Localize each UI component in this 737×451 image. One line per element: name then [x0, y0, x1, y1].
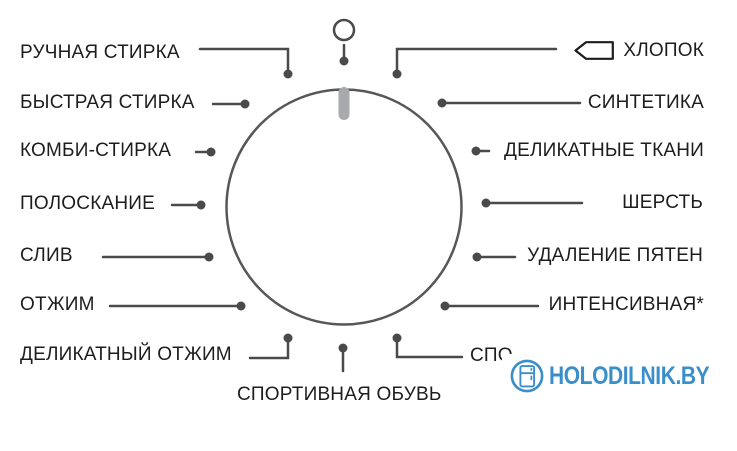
- dial-top-position-indicator: [332, 18, 356, 61]
- program-label-intensivnaya: ИНТЕНСИВНАЯ*: [548, 294, 704, 315]
- program-label-sliv: СЛИВ: [20, 245, 73, 266]
- fridge-icon: [510, 359, 544, 393]
- program-label-kombi-stirka: КОМБИ-СТИРКА: [20, 140, 172, 161]
- leader-line-khlopok: [395, 47, 558, 74]
- cotton-pointer-icon: [574, 41, 615, 60]
- leader-line-ruchnaya-stirka: [198, 47, 290, 74]
- dial-circle: [225, 88, 463, 326]
- program-label-khlopok: ХЛОПОК: [623, 40, 704, 61]
- program-label-sherst: ШЕРСТЬ: [622, 192, 703, 213]
- leader-dots: [196, 56, 491, 353]
- program-label-udalenie-pyaten: УДАЛЕНИЕ ПЯТЕН: [527, 245, 703, 266]
- program-label-poloskanie: ПОЛОСКАНИЕ: [20, 193, 155, 214]
- program-label-spo-truncated: СПО: [470, 345, 513, 366]
- leader-line-delikatny-otzhim: [248, 339, 290, 360]
- program-label-delikatny-otzhim: ДЕЛИКАТНЫЙ ОТЖИМ: [20, 344, 232, 365]
- program-label-otzhim: ОТЖИМ: [20, 294, 95, 315]
- program-row-khlopok: ХЛОПОК: [574, 41, 704, 60]
- program-label-sportivnaya-obuv: СПОРТИВНАЯ ОБУВЬ: [237, 384, 442, 405]
- program-label-ruchnaya-stirka: РУЧНАЯ СТИРКА: [20, 42, 180, 63]
- watermark: HOLODILNIK.BY: [502, 354, 737, 398]
- program-label-bystraya-stirka: БЫСТРАЯ СТИРКА: [20, 92, 195, 113]
- program-label-delikatnye-tkani: ДЕЛИКАТНЫЕ ТКАНИ: [504, 140, 704, 161]
- watermark-text: HOLODILNIK.BY: [549, 361, 710, 390]
- leader-line-spo: [395, 339, 464, 359]
- program-label-sintetika: СИНТЕТИКА: [587, 92, 704, 113]
- dial-marker: [338, 87, 350, 120]
